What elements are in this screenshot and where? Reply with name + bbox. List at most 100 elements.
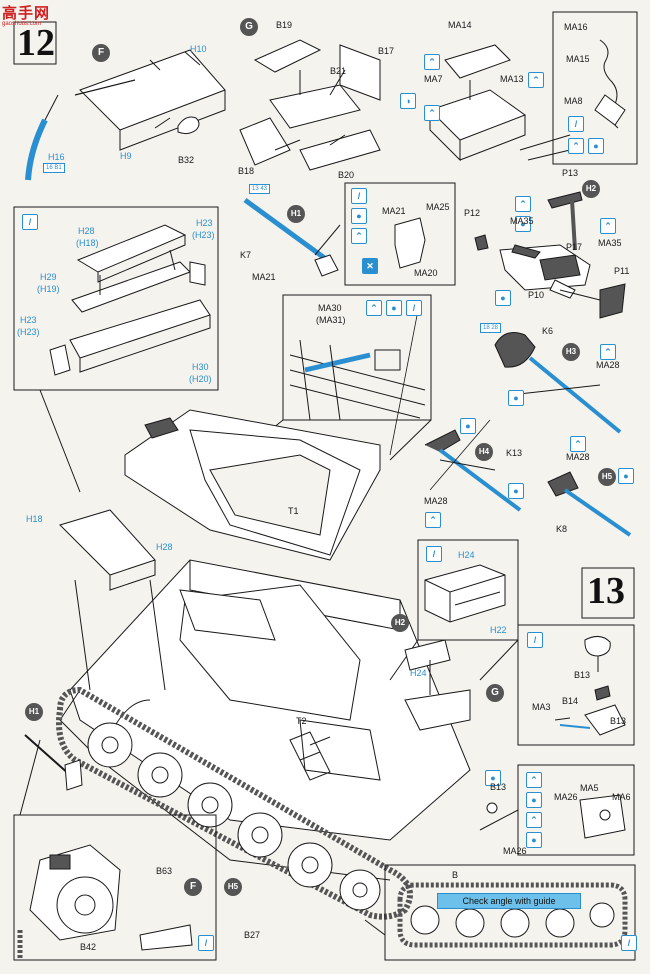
chevron-up-icon: ⌃	[526, 772, 542, 788]
part-label: B13	[490, 782, 507, 792]
part-label: P10	[528, 290, 545, 300]
track-guide-box	[384, 864, 636, 961]
sprue-badge: 18 28	[480, 323, 502, 333]
chevron-up-icon: ⌃	[515, 196, 531, 212]
glue-drop-icon: ●	[495, 290, 511, 306]
tank-hull	[59, 409, 471, 881]
part-label: MA7	[424, 74, 443, 84]
glue-brush-icon: /	[198, 935, 214, 951]
glue-brush-icon: /	[351, 188, 367, 204]
part-label: (MA31)	[316, 315, 346, 325]
part-label: H23	[20, 315, 37, 325]
part-label: B	[452, 870, 459, 880]
part-label: MA20	[414, 268, 438, 278]
ma-box-assembly	[429, 44, 527, 162]
part-label: MA35	[598, 238, 622, 248]
glue-drop-icon: ●	[526, 832, 542, 848]
part-label: P13	[562, 168, 579, 178]
ref-circle-h2b: H2	[391, 614, 409, 632]
glue-brush-icon: /	[22, 214, 38, 230]
check-angle-guide: Check angle with guide	[437, 893, 581, 909]
ref-circle-h1b: H1	[25, 703, 43, 721]
part-label: H10	[190, 44, 207, 54]
part-label: H22	[490, 625, 507, 635]
ma30-detail-box	[282, 294, 432, 421]
sprue-badge: 16 B1	[43, 163, 65, 173]
ref-circle-h4: H4	[475, 443, 493, 461]
h24-detail-box	[417, 539, 519, 641]
watermark-text: 高手网	[2, 5, 51, 22]
part-label: MA14	[448, 20, 472, 30]
glue-brush-icon: /	[406, 300, 422, 316]
part-label: B13	[574, 670, 591, 680]
chevron-up-icon: ⌃	[600, 344, 616, 360]
p-assembly	[474, 191, 626, 319]
part-label: B14	[562, 696, 579, 706]
glue-brush-icon: /	[426, 546, 442, 562]
part-label: (H18)	[76, 238, 99, 248]
chevron-up-icon: ⌃	[568, 138, 584, 154]
glue-drop-icon: ●	[508, 390, 524, 406]
track-assembly	[56, 686, 413, 920]
part-label: H9	[120, 151, 132, 161]
part-label: MA26	[554, 792, 578, 802]
ref-circle-h2: H2	[582, 180, 600, 198]
part-label: B13	[610, 716, 627, 726]
part-label: H30	[192, 362, 209, 372]
chevron-up-icon: ⌃	[425, 512, 441, 528]
ref-circle-g2: G	[486, 684, 504, 702]
watermark-url: gaoshous.com	[2, 21, 42, 27]
remove-icon: ✕	[362, 258, 378, 274]
part-label: MA25	[426, 202, 450, 212]
part-label: MA28	[424, 496, 448, 506]
part-label: B19	[276, 20, 293, 30]
part-label: (H23)	[192, 230, 215, 240]
chevron-up-icon: ⌃	[351, 228, 367, 244]
watermark-logo: 高手网 gaoshous.com	[2, 2, 50, 27]
h16-hose	[25, 118, 48, 181]
part-label: H29	[40, 272, 57, 282]
ref-circle-f: F	[92, 44, 110, 62]
h28-detail-box	[13, 206, 219, 391]
part-label: T1	[288, 506, 299, 516]
part-label: H16	[48, 152, 65, 162]
part-label: H28	[156, 542, 173, 552]
chevron-up-icon: ⌃	[526, 812, 542, 828]
part-label: (H23)	[17, 327, 40, 337]
part-label: B42	[80, 942, 97, 952]
glue-brush-icon: /	[621, 935, 637, 951]
part-label: H24	[410, 668, 427, 678]
cycle-icon: ◑	[400, 93, 416, 109]
ma16-detail-box	[552, 11, 638, 165]
chevron-up-icon: ⌃	[528, 72, 544, 88]
part-label: P17	[566, 242, 583, 252]
b13-detail-box	[517, 624, 635, 746]
step13-frame	[581, 567, 635, 619]
part-label: H23	[196, 218, 213, 228]
part-label: K13	[506, 448, 523, 458]
glue-drop-icon: ●	[508, 483, 524, 499]
k13-pickaxe	[424, 429, 461, 453]
glue-drop-icon: ●	[618, 468, 634, 484]
part-label: B20	[338, 170, 355, 180]
ref-circle-f2: F	[184, 878, 202, 896]
b63-detail-box	[13, 814, 217, 961]
part-label: K6	[542, 326, 554, 336]
part-label: MA15	[566, 54, 590, 64]
part-label: MA16	[564, 22, 588, 32]
glue-drop-icon: ●	[386, 300, 402, 316]
part-label: MA21	[252, 272, 276, 282]
part-label: B17	[378, 46, 395, 56]
part-label: (H19)	[37, 284, 60, 294]
part-label: (H20)	[189, 374, 212, 384]
glue-drop-icon: ●	[485, 770, 501, 786]
part-label: MA21	[382, 206, 406, 216]
part-label: T2	[296, 716, 307, 726]
part-label: B63	[156, 866, 173, 876]
chevron-up-icon: ⌃	[424, 54, 440, 70]
glue-brush-icon: /	[568, 116, 584, 132]
glue-drop-icon: ●	[351, 208, 367, 224]
h9-bar-assembly	[74, 49, 226, 151]
part-label: MA8	[564, 96, 583, 106]
